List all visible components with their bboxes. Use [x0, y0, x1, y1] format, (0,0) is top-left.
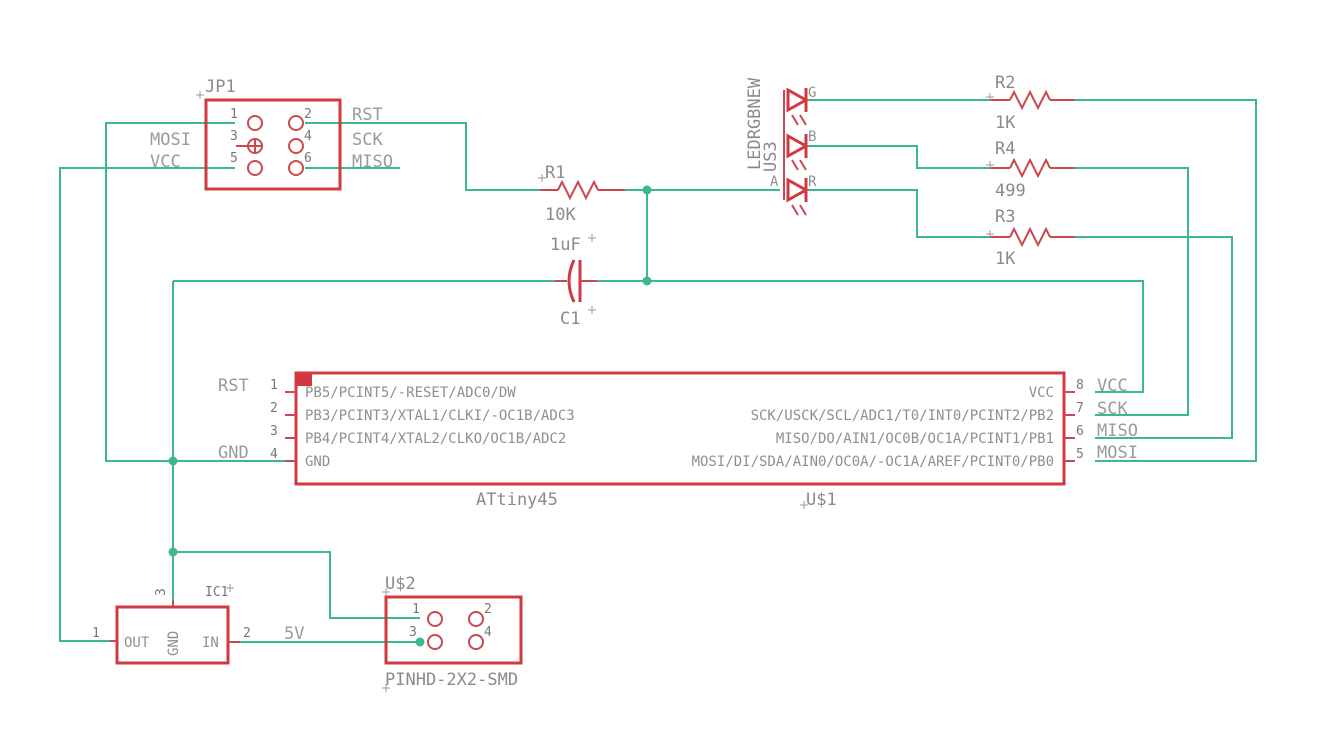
- net-label-gnd-mcu: GND: [218, 443, 249, 463]
- mcu-pin-num-6: 6: [1076, 424, 1084, 439]
- us2-ref: U$2: [385, 574, 416, 594]
- wire-led-r[interactable]: [808, 189, 990, 238]
- connector-jp1[interactable]: JP1 1 2 3 4 5 6 MOSI VCC RST SCK MISO: [150, 77, 393, 191]
- r1-value: 10K: [545, 205, 576, 225]
- mcu-pin-num-2: 2: [270, 401, 278, 416]
- regulator-pin-1: 1: [92, 626, 100, 641]
- wires: [59, 99, 1257, 647]
- us2-pin-4: 4: [484, 625, 492, 640]
- jp1-pin-2: 2: [304, 107, 312, 122]
- jp1-pin-3: 3: [230, 129, 238, 144]
- jp1-ref: JP1: [205, 77, 236, 97]
- us2-name: PINHD-2X2-SMD: [385, 670, 518, 690]
- junction-rst: [642, 185, 652, 195]
- r4-value: 499: [995, 181, 1026, 201]
- net-label-miso-mcu: MISO: [1097, 421, 1138, 441]
- mcu-pin-name-5: MOSI/DI/SDA/AIN0/OC0A/-OC1A/AREF/PCINT0/…: [692, 454, 1054, 470]
- net-label-vcc-jp1: VCC: [150, 152, 181, 172]
- regulator-out-label: OUT: [124, 635, 150, 651]
- r3-ref: R3: [995, 207, 1015, 227]
- led-anode: A: [770, 174, 779, 190]
- led-channel-g: G: [808, 85, 816, 101]
- mcu-pin-num-5: 5: [1076, 447, 1084, 462]
- us2-pin-2: 2: [484, 602, 492, 617]
- net-label-rst-jp1: RST: [352, 105, 383, 125]
- wire-gnd-left[interactable]: [105, 122, 285, 462]
- regulator-ref: IC1: [205, 585, 228, 600]
- junction-cap: [642, 276, 652, 286]
- mcu-pin-num-7: 7: [1076, 401, 1084, 416]
- net-label-sck-mcu: SCK: [1097, 399, 1128, 419]
- net-label-miso-jp1: MISO: [352, 152, 393, 172]
- mcu-pin-name-3: PB4/PCINT4/XTAL2/CLKO/OC1B/ADC2: [305, 431, 566, 447]
- jp1-pin-6: 6: [304, 151, 312, 166]
- net-label-mosi-jp1: MOSI: [150, 130, 191, 150]
- mcu-name: ATtiny45: [476, 490, 558, 510]
- mcu-pin-name-8: VCC: [1029, 385, 1054, 401]
- junction-gnd-lower: [168, 547, 178, 557]
- regulator-in-label: IN: [202, 635, 219, 651]
- resistor-r1[interactable]: R1 10K: [540, 163, 625, 225]
- mcu-pin-num-1: 1: [270, 378, 278, 393]
- regulator-gnd-label: GND: [166, 631, 182, 656]
- mcu-pin-num-3: 3: [270, 424, 278, 439]
- net-label-vcc-mcu: VCC: [1097, 376, 1128, 396]
- mcu-pin-num-8: 8: [1076, 378, 1084, 393]
- jp1-pin-4: 4: [304, 129, 312, 144]
- wire-gnd-us2[interactable]: [173, 551, 420, 619]
- wire-r2-mosi[interactable]: [1075, 99, 1257, 462]
- wire-rst[interactable]: [305, 122, 540, 191]
- c1-value: 1uF: [550, 235, 581, 255]
- net-label-rst-mcu: RST: [218, 376, 249, 396]
- mcu-pin-name-1: PB5/PCINT5/-RESET/ADC0/DW: [305, 385, 516, 401]
- led-name: LEDRGBNEW: [745, 77, 765, 170]
- led-rgb[interactable]: G B R A LEDRGBNEW US3: [745, 77, 817, 216]
- wire-vcc-reg[interactable]: [59, 167, 235, 642]
- us2-pin-3: 3: [409, 625, 417, 640]
- net-label-mosi-mcu: MOSI: [1097, 443, 1138, 463]
- regulator-ic1[interactable]: OUT IN GND 1 2 3 IC1 5V: [92, 585, 304, 665]
- us2-pin-1: 1: [412, 602, 420, 617]
- mcu-pin-name-4: GND: [305, 454, 330, 470]
- r2-value: 1K: [995, 113, 1016, 133]
- junction-gnd: [168, 456, 178, 466]
- regulator-pin-3: 3: [154, 588, 169, 596]
- regulator-pin-2: 2: [243, 626, 251, 641]
- wire-vcc-cap[interactable]: [597, 280, 1144, 393]
- mcu-attiny45[interactable]: PB5/PCINT5/-RESET/ADC0/DW PB3/PCINT3/XTA…: [218, 371, 1138, 510]
- wire-r4-sck[interactable]: [1075, 167, 1189, 416]
- jp1-pin-5: 5: [230, 151, 238, 166]
- resistor-r4[interactable]: R4 499: [990, 139, 1075, 201]
- mcu-pin-name-2: PB3/PCINT3/XTAL1/CLKI/-OC1B/ADC3: [305, 408, 575, 424]
- mcu-pin-name-6: MISO/DO/AIN1/OC0B/OC1A/PCINT1/PB1: [776, 431, 1054, 447]
- capacitor-c1[interactable]: 1uF C1: [550, 235, 597, 329]
- header-us2[interactable]: 1 2 3 4 U$2 PINHD-2X2-SMD: [384, 574, 523, 690]
- wire-led-b[interactable]: [808, 145, 990, 169]
- junction-5v: [415, 637, 425, 647]
- led-ref: US3: [761, 141, 781, 172]
- net-label-5v: 5V: [284, 624, 304, 644]
- led-channel-r: R: [808, 174, 817, 190]
- net-label-sck-jp1: SCK: [352, 130, 383, 150]
- jp1-pin-1: 1: [230, 107, 238, 122]
- mcu-ref: U$1: [806, 490, 837, 510]
- c1-ref: C1: [560, 309, 580, 329]
- r2-ref: R2: [995, 73, 1015, 93]
- r4-ref: R4: [995, 139, 1015, 159]
- resistor-r3[interactable]: R3 1K: [990, 207, 1075, 269]
- resistor-r2[interactable]: R2 1K: [990, 73, 1075, 133]
- mcu-pin-name-7: SCK/USCK/SCL/ADC1/T0/INT0/PCINT2/PB2: [751, 408, 1054, 424]
- r1-ref: R1: [545, 163, 565, 183]
- mcu-pin-num-4: 4: [270, 447, 278, 462]
- r3-value: 1K: [995, 249, 1016, 269]
- led-channel-b: B: [808, 129, 816, 145]
- origin-markers: [196, 91, 994, 692]
- wire-r3-miso[interactable]: [1075, 236, 1233, 439]
